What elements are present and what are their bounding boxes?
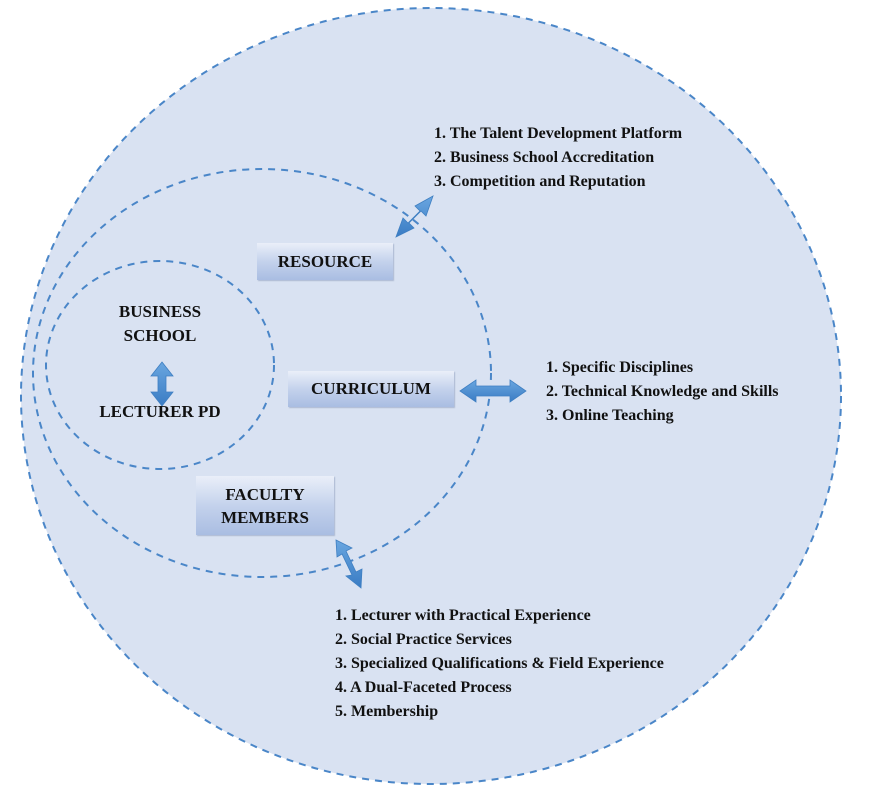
curriculum-box-label: CURRICULUM bbox=[311, 379, 431, 398]
list-item: 1. Lecturer with Practical Experience bbox=[335, 607, 591, 624]
list-item: 1. Specific Disciplines bbox=[546, 359, 694, 376]
list-item: 2. Social Practice Services bbox=[335, 631, 512, 648]
resource-list: 1. The Talent Development Platform 2. Bu… bbox=[434, 122, 682, 194]
list-item: 1. The Talent Development Platform bbox=[434, 125, 683, 142]
list-item: 2. Business School Accreditation bbox=[434, 149, 655, 166]
faculty-double-arrow bbox=[335, 539, 363, 589]
list-item: 4. A Dual-Faceted Process bbox=[335, 679, 512, 696]
list-item: 2. Technical Knowledge and Skills bbox=[546, 383, 779, 400]
inner-circle bbox=[45, 260, 275, 470]
list-item: 5. Membership bbox=[335, 703, 439, 720]
business-school-label: BUSINESS SCHOOL bbox=[100, 300, 220, 348]
curriculum-double-arrow bbox=[459, 379, 527, 403]
curriculum-list: 1. Specific Disciplines 2. Technical Kno… bbox=[546, 356, 779, 428]
list-item: 3. Online Teaching bbox=[546, 407, 674, 424]
faculty-box-line1: FACULTY bbox=[225, 484, 305, 504]
lecturer-pd-label: LECTURER PD bbox=[99, 402, 221, 421]
faculty-box-line2: MEMBERS bbox=[221, 507, 309, 527]
curriculum-box: CURRICULUM bbox=[288, 371, 454, 407]
business-label-line2: SCHOOL bbox=[123, 326, 197, 345]
resource-box: RESOURCE bbox=[257, 243, 393, 280]
resource-box-label: RESOURCE bbox=[277, 251, 373, 271]
business-label-line1: BUSINESS bbox=[118, 302, 202, 321]
faculty-members-box: FACULTY MEMBERS bbox=[196, 476, 334, 535]
list-item: 3. Specialized Qualifications & Field Ex… bbox=[335, 655, 664, 672]
inner-double-arrow bbox=[150, 361, 174, 407]
resource-double-arrow bbox=[395, 195, 434, 238]
faculty-list: 1. Lecturer with Practical Experience 2.… bbox=[335, 604, 664, 724]
middle-circle bbox=[32, 168, 492, 578]
list-item: 3. Competition and Reputation bbox=[434, 173, 646, 190]
